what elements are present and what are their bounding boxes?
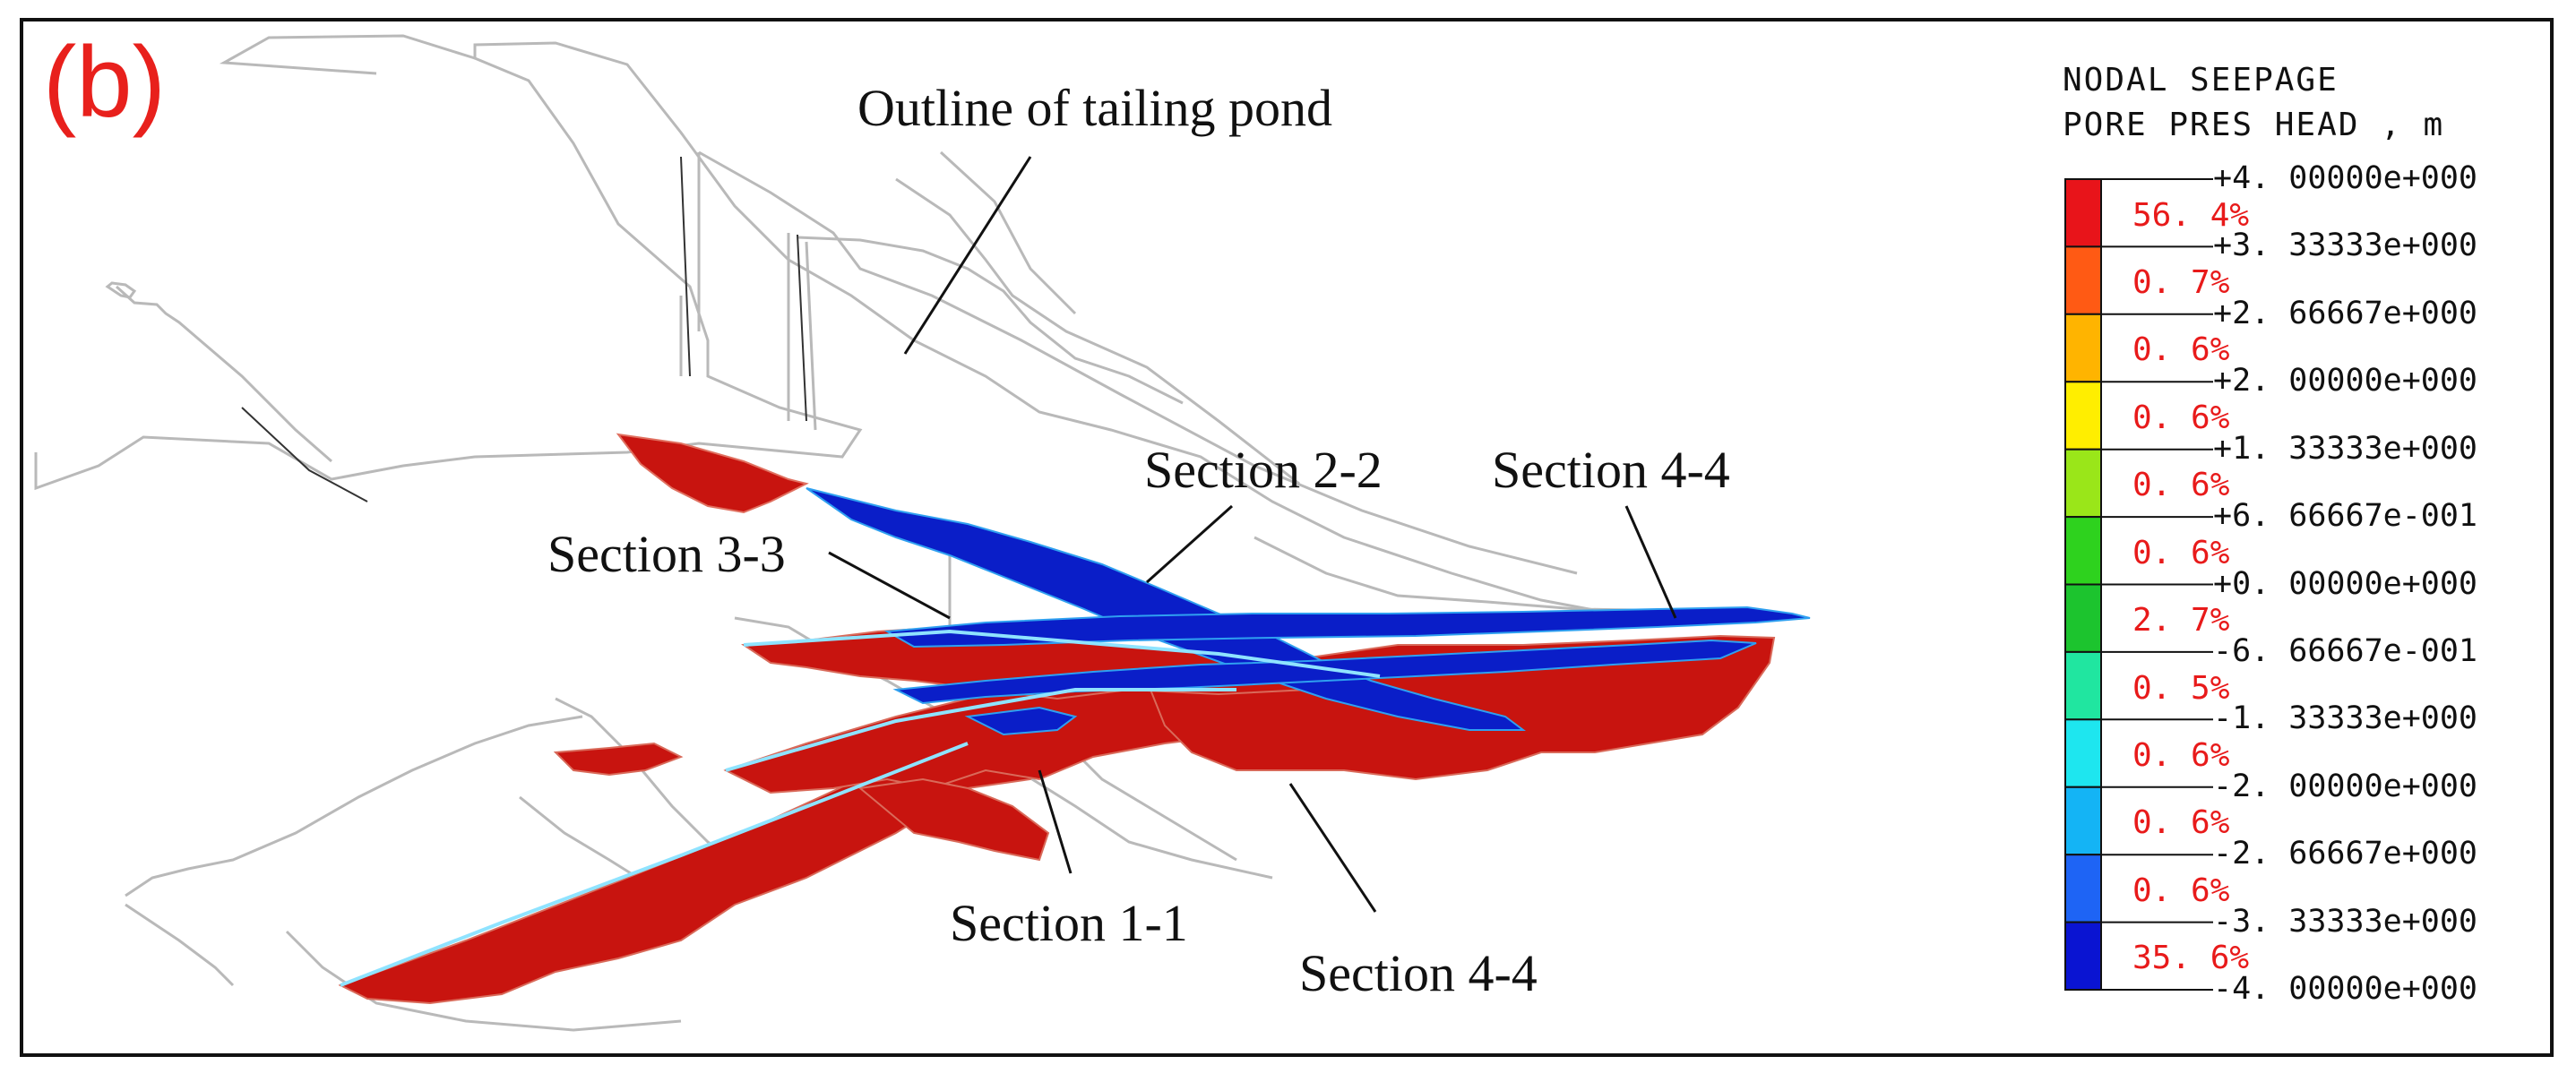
legend-band-swatch	[2064, 650, 2102, 721]
legend-band-percentage: 0. 6%	[2132, 399, 2230, 436]
legend-tick-label: -1. 33333e+000	[2213, 700, 2478, 736]
legend-band-percentage: 35. 6%	[2132, 940, 2250, 976]
legend-band-percentage: 0. 6%	[2132, 331, 2230, 368]
legend-band-percentage: 0. 6%	[2132, 804, 2230, 841]
legend-band-swatch	[2064, 178, 2102, 248]
legend-tick-label: +0. 00000e+000	[2213, 566, 2478, 602]
legend-tick-label: -2. 66667e+000	[2213, 836, 2478, 872]
legend-title-line-2: PORE PRES HEAD , m	[2063, 107, 2445, 143]
legend-band-percentage: 2. 7%	[2132, 602, 2230, 639]
figure-frame	[20, 18, 2554, 1057]
legend-band-percentage: 0. 6%	[2132, 737, 2230, 774]
legend-tick-label: +2. 00000e+000	[2213, 363, 2478, 399]
legend-tick-label: -3. 33333e+000	[2213, 904, 2478, 940]
callout-section-4-4-top: Section 4-4	[1492, 441, 1730, 499]
section-2-2-leader-line	[1145, 504, 1234, 584]
legend-band-percentage: 0. 6%	[2132, 467, 2230, 503]
unsaturated-zone	[806, 487, 1811, 736]
legend-tick-label: -4. 00000e+000	[2213, 971, 2478, 1007]
callout-section-3-3: Section 3-3	[547, 525, 786, 583]
legend-title-line-1: NODAL SEEPAGE	[2063, 62, 2339, 99]
legend-band-percentage: 0. 6%	[2132, 535, 2230, 571]
callout-leaders	[828, 156, 1677, 913]
legend-band-percentage: 0. 7%	[2132, 264, 2230, 301]
legend-band-percentage: 0. 5%	[2132, 670, 2230, 707]
legend-band-swatch	[2064, 921, 2102, 991]
dam-crest-lines	[241, 156, 807, 502]
legend-tick-label: -6. 66667e-001	[2213, 633, 2478, 669]
legend-band-percentage: 0. 6%	[2132, 872, 2230, 909]
legend-band-swatch	[2064, 583, 2102, 653]
legend-color-bar	[2064, 178, 2102, 991]
legend-band-swatch	[2064, 313, 2102, 383]
outline-leader-line	[903, 156, 1032, 355]
callout-section-1-1: Section 1-1	[950, 894, 1188, 952]
legend-tick-label: +3. 33333e+000	[2213, 228, 2478, 263]
legend-tick-label: -2. 00000e+000	[2213, 769, 2478, 804]
callout-outline-of-tailing-pond: Outline of tailing pond	[857, 79, 1332, 137]
section-3-3-saturated-zone	[616, 433, 809, 514]
legend-tick-label: +4. 00000e+000	[2213, 160, 2478, 196]
legend-tick-marks	[2101, 178, 2213, 991]
legend-band-swatch	[2064, 854, 2102, 923]
legend-band-swatch	[2064, 718, 2102, 788]
legend-band-swatch	[2064, 381, 2102, 451]
panel-label: (b)	[43, 26, 166, 138]
section-3-3-leader-line	[828, 551, 951, 620]
section-1-1-leader-line	[1038, 769, 1073, 874]
callout-section-2-2: Section 2-2	[1144, 441, 1383, 499]
legend-tick-label: +6. 66667e-001	[2213, 498, 2478, 534]
section-4-4-top-leader-line	[1624, 505, 1677, 619]
transition-strips	[340, 629, 1381, 987]
legend-tick-label: +1. 33333e+000	[2213, 431, 2478, 467]
callout-section-4-4-bottom: Section 4-4	[1299, 944, 1538, 1002]
legend-band-swatch	[2064, 516, 2102, 586]
legend-band-swatch	[2064, 786, 2102, 856]
legend-band-swatch	[2064, 245, 2102, 315]
section-4-4-bottom-leader-line	[1288, 783, 1377, 913]
legend-band-percentage: 56. 4%	[2132, 197, 2250, 234]
legend-band-swatch	[2064, 448, 2102, 519]
legend-tick-label: +2. 66667e+000	[2213, 296, 2478, 331]
